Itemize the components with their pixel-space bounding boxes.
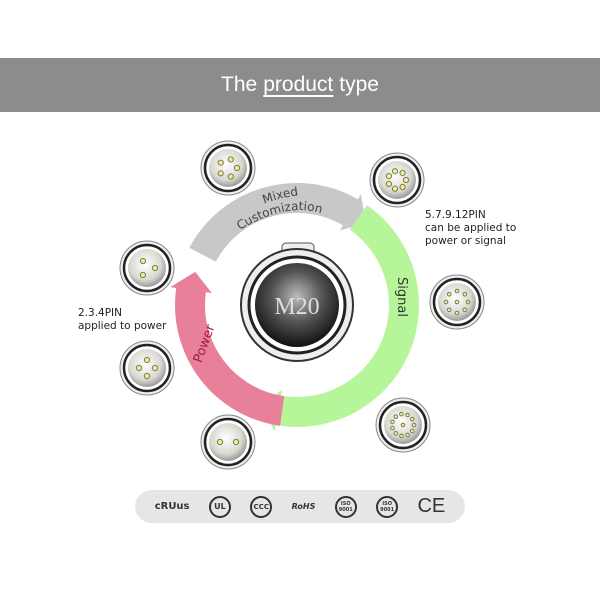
m20-label: M20: [274, 294, 319, 320]
iso-9001-logo: ISO 9001: [376, 495, 399, 518]
power-note: 2.3.4PIN applied to power: [78, 307, 166, 333]
title-banner: The product type: [0, 58, 600, 112]
connector-9-pin-icon: [429, 274, 485, 330]
mixed-customization-arc: [189, 182, 366, 262]
power-arc: [170, 271, 285, 426]
signal-arc: [260, 205, 419, 432]
connector-3-pin-icon: [119, 240, 175, 296]
connector-7-pin-icon: [369, 152, 425, 208]
ccc-logo: CCC: [250, 495, 273, 518]
title-text-prefix: The: [221, 73, 258, 96]
power-note-line: applied to power: [78, 320, 167, 332]
cruus-logo: cRUus: [154, 501, 190, 512]
connector-4-pin-icon: [119, 340, 175, 396]
signal-note-line: power or signal: [425, 235, 506, 247]
signal-label: Signal: [394, 277, 409, 317]
power-note-line: 2.3.4PIN: [78, 307, 122, 319]
connector-12-pin-icon: [375, 397, 431, 453]
connector-2-pin-icon: [200, 414, 256, 470]
m20-connector: M20: [240, 242, 354, 362]
signal-note: 5.7.9.12PIN can be applied to power or s…: [425, 209, 516, 248]
iso-9001-logo: ISO 9001: [334, 495, 357, 518]
signal-note-line: 5.7.9.12PIN: [425, 209, 486, 221]
ce-logo: CE: [417, 495, 446, 517]
title-text-highlight: product: [263, 73, 334, 96]
ul-logo: UL: [208, 495, 231, 518]
rohs-logo: RoHS: [291, 502, 316, 511]
signal-note-line: can be applied to: [425, 222, 517, 234]
certification-bar: cRUus UL CCC RoHS ISO 9001 ISO 9001 CE: [135, 490, 465, 523]
connector-5-pin-icon: [200, 140, 256, 196]
title-text-suffix: type: [339, 73, 379, 96]
